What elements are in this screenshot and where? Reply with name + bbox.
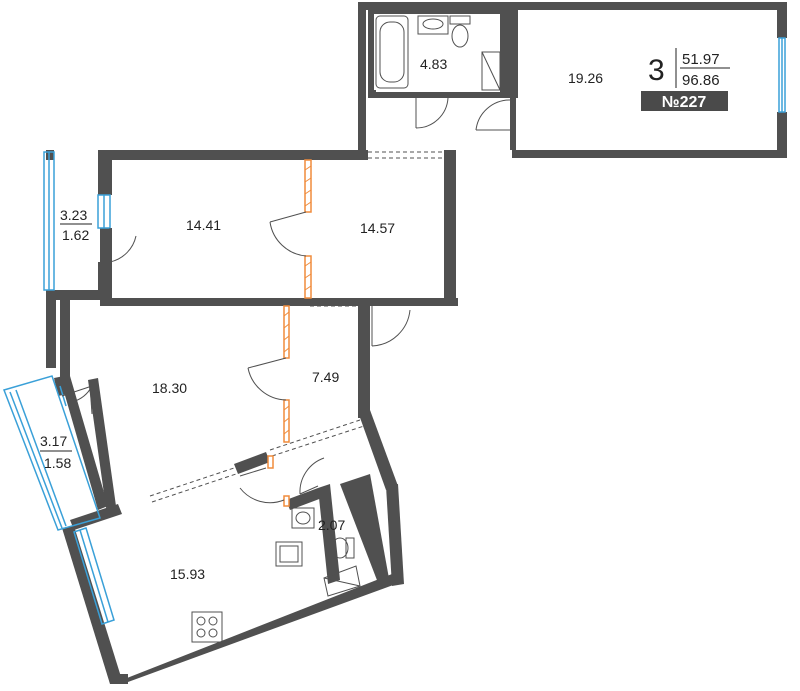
doors <box>61 97 511 504</box>
area-bathroom: 4.83 <box>420 56 447 72</box>
area-balcony-top-reduced: 1.62 <box>62 227 89 243</box>
rooms-count: 3 <box>648 54 665 87</box>
sink-icon <box>417 15 449 35</box>
stove-icon <box>191 611 223 643</box>
openings <box>149 151 444 503</box>
area-balcony-bottom: 3.17 <box>40 433 67 449</box>
fixtures <box>191 15 501 643</box>
partitions <box>267 159 312 507</box>
area-balcony-bottom-reduced: 1.58 <box>44 455 71 471</box>
toilet-icon <box>449 15 471 25</box>
wc-sink-icon <box>291 507 315 529</box>
windows <box>3 37 786 625</box>
apartment-number: №227 <box>662 94 707 111</box>
bathtub-icon <box>375 15 409 89</box>
partition-hatch <box>283 165 312 435</box>
area-kitchen: 15.93 <box>170 566 205 582</box>
area-hall: 14.57 <box>360 220 395 236</box>
kitchen-sink-icon <box>275 541 303 567</box>
area-bedroom-top: 19.26 <box>568 70 603 86</box>
exterior-walls <box>46 2 787 684</box>
number-badge <box>641 91 728 111</box>
area-room-middle: 18.30 <box>152 380 187 396</box>
total-area: 96.86 <box>682 72 720 89</box>
apartment-info: 3 51.97 96.86 №227 <box>641 48 730 111</box>
wc-toilet-icon <box>331 537 349 559</box>
living-area: 51.97 <box>682 51 720 68</box>
area-labels: 4.83 19.26 14.41 14.57 3.23 1.62 18.30 7… <box>40 56 603 582</box>
area-wc: 2.07 <box>318 517 345 533</box>
area-room-left: 14.41 <box>186 217 221 233</box>
area-corridor: 7.49 <box>312 369 339 385</box>
area-balcony-top: 3.23 <box>60 207 87 223</box>
